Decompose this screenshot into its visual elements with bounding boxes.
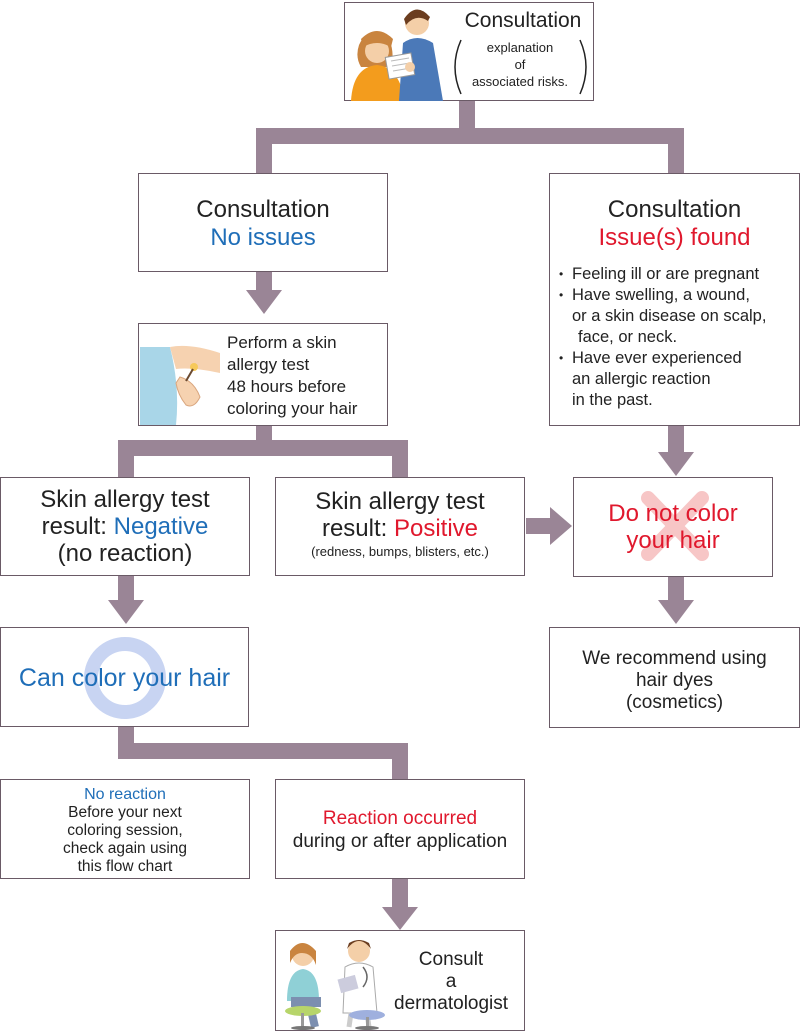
do-not-line: your hair	[626, 527, 720, 554]
negative-line3: (no reaction)	[57, 540, 193, 567]
do-not-color-text: Do not color your hair	[574, 500, 772, 554]
connector-to-issues-found	[668, 128, 684, 174]
connector-skin-branch	[118, 440, 408, 456]
connector-top-branch	[256, 128, 684, 144]
can-color-label: Can color your hair	[18, 664, 231, 692]
skin-test-line: allergy test	[227, 355, 310, 374]
negative-text: Skin allergy test result: Negative (no r…	[1, 486, 249, 567]
consultation-people-illustration	[351, 9, 443, 101]
negative-result: Negative	[113, 513, 209, 540]
recommend-line: We recommend using	[582, 648, 767, 669]
do-not-line: Do not color	[608, 500, 738, 527]
connector-to-reaction	[392, 743, 408, 780]
issue-line: Have ever experienced	[572, 349, 742, 367]
reaction-title: Reaction occurred	[322, 808, 478, 829]
arrow-head-no-issues	[246, 290, 282, 314]
connector-to-negative	[118, 440, 134, 478]
negative-box: Skin allergy test result: Negative (no r…	[0, 477, 250, 576]
arrow-head-reaction	[382, 907, 418, 930]
no-issues-box: Consultation No issues	[138, 173, 388, 272]
issue-line: Feeling ill or are pregnant	[572, 265, 760, 283]
positive-line2: result: Positive	[276, 515, 524, 542]
reaction-line: during or after application	[292, 831, 508, 852]
arrow-shaft-do-not	[668, 577, 684, 602]
issue-item: Feeling ill or are pregnant	[558, 264, 766, 285]
top-title: Consultation	[464, 9, 582, 32]
arrow-shaft-reaction	[392, 879, 408, 909]
positive-result: Positive	[393, 515, 479, 542]
consultation-top-box: Consultation explanation of associated r…	[344, 2, 594, 101]
recommend-line: hair dyes	[635, 670, 714, 691]
cross-icon	[641, 491, 709, 561]
consult-line: a	[445, 971, 457, 992]
can-color-box: Can color your hair	[0, 627, 249, 727]
connector-to-no-issues	[256, 128, 272, 174]
no-reaction-line: this flow chart	[77, 858, 173, 875]
do-not-color-box: Do not color your hair	[573, 477, 773, 577]
arrow-head-negative	[108, 600, 144, 624]
consult-text: Consult a dermatologist	[394, 949, 508, 1015]
issues-list: Feeling ill or are pregnant Have swellin…	[558, 264, 766, 411]
positive-text: Skin allergy test result: Positive	[276, 488, 524, 542]
positive-prefix: result:	[321, 515, 394, 542]
no-issues-status: No issues	[210, 224, 316, 251]
top-sub-line: of	[514, 57, 526, 72]
consult-line: dermatologist	[394, 993, 509, 1014]
negative-line2: result: Negative	[1, 513, 249, 540]
no-reaction-line: coloring session,	[67, 822, 183, 839]
left-paren	[454, 39, 462, 95]
arrow-head-issues	[658, 452, 694, 476]
circle-ok-icon	[84, 637, 166, 719]
top-sub: explanation of associated risks.	[461, 39, 579, 90]
issues-found-box: Consultation Issue(s) found Feeling ill …	[549, 173, 800, 426]
skin-test-text: Perform a skin allergy test 48 hours bef…	[227, 332, 357, 420]
connector-to-positive	[392, 440, 408, 478]
skin-test-line: coloring your hair	[227, 399, 358, 418]
positive-line1: Skin allergy test	[315, 488, 485, 515]
arm-test-illustration	[140, 345, 220, 425]
no-issues-title: Consultation	[196, 196, 330, 223]
dermatologist-illustration	[285, 940, 385, 1030]
issue-item: Have ever experienced an allergic reacti…	[558, 348, 766, 411]
issues-found-title: Consultation	[607, 196, 742, 223]
negative-prefix: result:	[41, 513, 114, 540]
issue-line: an allergic reaction	[572, 370, 711, 388]
issues-found-status: Issue(s) found	[598, 224, 751, 251]
issue-line: Have swelling, a wound,	[572, 286, 750, 304]
connector-can-branch	[118, 743, 408, 759]
arrow-shaft-issues	[668, 425, 684, 453]
no-reaction-line: check again using	[62, 840, 188, 857]
arrow-head-do-not	[658, 600, 694, 624]
skin-test-box: Perform a skin allergy test 48 hours bef…	[138, 323, 388, 426]
connector-top-stem	[459, 100, 475, 130]
consult-line: Consult	[418, 949, 484, 970]
no-reaction-line: Before your next	[68, 804, 182, 821]
no-reaction-title: No reaction	[84, 786, 166, 803]
recommend-line: (cosmetics)	[625, 692, 724, 713]
top-sub-line: associated risks.	[471, 74, 569, 89]
issue-item: Have swelling, a wound, or a skin diseas…	[558, 285, 766, 348]
no-reaction-box: No reaction Before your next coloring se…	[0, 779, 250, 879]
consult-box: Consult a dermatologist	[275, 930, 525, 1031]
negative-line1: Skin allergy test	[40, 486, 210, 513]
arrow-shaft-positive	[526, 518, 552, 534]
recommend-text: We recommend using hair dyes (cosmetics)	[550, 648, 799, 714]
arrow-shaft-negative	[118, 576, 134, 602]
arrow-head-positive	[550, 507, 572, 545]
no-reaction-text: Before your next coloring session, check…	[1, 804, 249, 876]
skin-test-line: Perform a skin	[227, 333, 337, 352]
arrow-shaft-no-issues	[256, 272, 272, 292]
issue-line: face, or neck.	[578, 328, 678, 346]
skin-test-line: 48 hours before	[227, 377, 347, 396]
right-paren	[579, 39, 587, 95]
issue-line: or a skin disease on scalp,	[572, 307, 767, 325]
positive-box: Skin allergy test result: Positive (redn…	[275, 477, 525, 576]
positive-note: (redness, bumps, blisters, etc.)	[311, 544, 489, 559]
recommend-box: We recommend using hair dyes (cosmetics)	[549, 627, 800, 728]
issue-line: in the past.	[572, 391, 653, 409]
reaction-box: Reaction occurred during or after applic…	[275, 779, 525, 879]
top-sub-line: explanation	[486, 40, 554, 55]
